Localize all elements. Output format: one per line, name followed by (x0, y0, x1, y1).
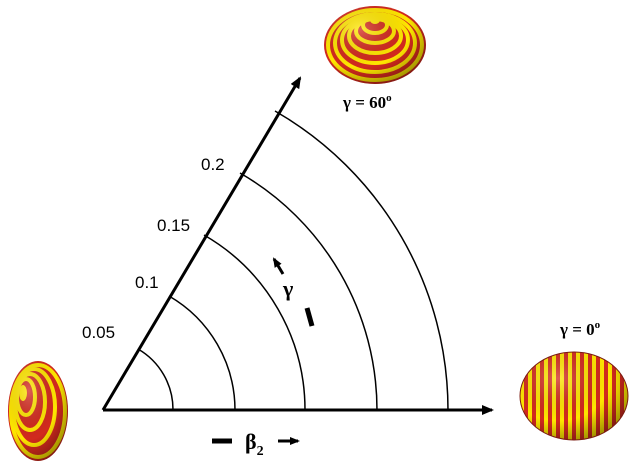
oblate-shape-icon (324, 6, 426, 84)
arc-0-1 (168, 295, 236, 411)
gamma-direction-label: γ (282, 276, 293, 301)
arc-0-05 (137, 348, 174, 411)
prolate-shape-icon (8, 361, 68, 461)
gamma-60-label: γ = 60o (342, 92, 392, 112)
gamma-direction-arrow (272, 257, 285, 275)
arc-0-15 (203, 234, 306, 411)
spherical-shape-icon (519, 351, 629, 441)
gamma-direction-indicator: γ (272, 257, 315, 327)
gamma-0-label: γ = 0o (559, 319, 601, 339)
gamma-direction-tail (304, 307, 315, 327)
beta-direction-indicator: β2 (212, 429, 300, 459)
tick-label-0-1: 0.1 (135, 273, 159, 292)
beta-axis-label: β2 (245, 429, 264, 459)
tick-label-0-2: 0.2 (201, 155, 225, 174)
gamma-60-axis (101, 76, 302, 411)
arc-0-25 (274, 110, 449, 411)
beta-arcs (137, 110, 449, 411)
tick-label-0-05: 0.05 (82, 323, 115, 342)
arc-0-2 (239, 172, 378, 411)
tick-label-0-15: 0.15 (157, 216, 190, 235)
